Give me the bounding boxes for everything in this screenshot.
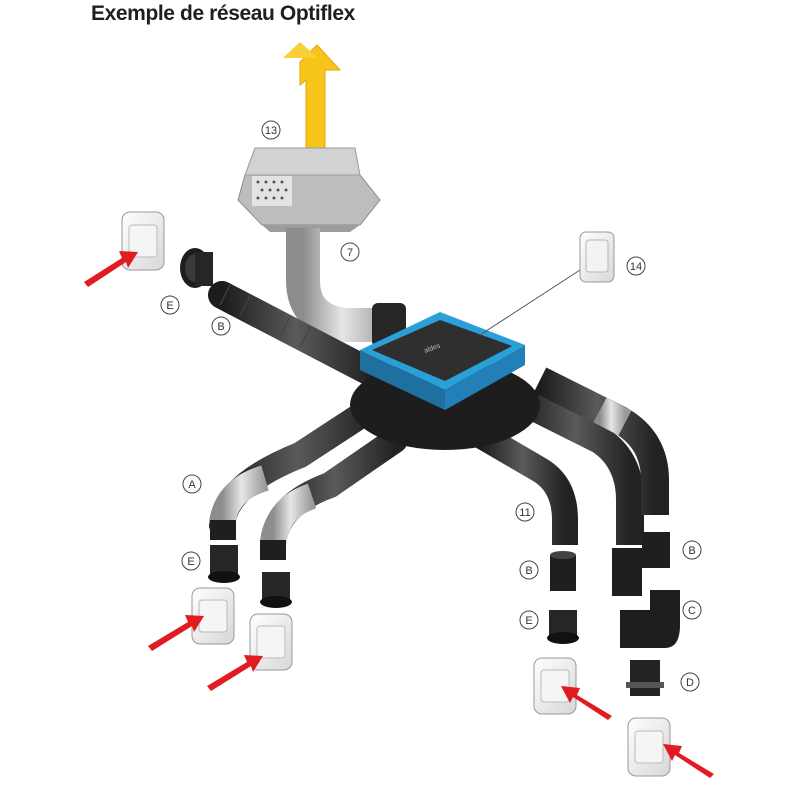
diagram-title: Exemple de réseau Optiflex — [91, 2, 355, 25]
terminal-right-2 — [627, 717, 671, 777]
coupling-b-right — [550, 551, 576, 591]
callout-text: D — [686, 677, 694, 689]
duct-right-mid — [513, 387, 644, 545]
adapter-d — [626, 660, 664, 696]
callout-b: B — [211, 316, 231, 336]
callout-13: 13 — [261, 120, 281, 140]
duct-upper-left — [208, 281, 384, 386]
callout-text: B — [688, 545, 695, 557]
duct-upper-left-ribs — [219, 284, 331, 359]
airflow-arrow-right-2 — [663, 744, 714, 778]
ventilation-unit: aldes — [350, 312, 540, 450]
sleeve-a2 — [260, 540, 286, 560]
coupling-b-far-right — [612, 532, 670, 596]
callout-a: A — [182, 474, 202, 494]
callout-e: E — [519, 610, 539, 630]
callout-text: 13 — [265, 125, 277, 137]
callout-text: E — [166, 300, 173, 312]
airflow-arrow-left-1 — [148, 615, 204, 651]
callout-e: E — [160, 295, 180, 315]
duct-right-far-grey — [593, 397, 632, 436]
callout-b: B — [519, 560, 539, 580]
sleeve-a1 — [210, 520, 236, 540]
callout-text: E — [187, 556, 194, 568]
callout-text: B — [217, 321, 224, 333]
callout-b: B — [682, 540, 702, 560]
controller-leader-line — [479, 269, 581, 336]
callout-11: 11 — [515, 502, 535, 522]
duct-front-left-b-grey — [260, 483, 317, 547]
airflow-arrow-upper-left — [84, 251, 138, 287]
airflow-arrow-right-1 — [561, 686, 612, 720]
callout-14: 14 — [626, 256, 646, 276]
airflow-arrows — [84, 251, 714, 778]
callout-text: A — [188, 479, 196, 491]
callout-text: E — [525, 615, 532, 627]
adapter-e-left-2 — [260, 572, 292, 608]
duct-front-left-a-grey — [209, 465, 270, 527]
callout-text: 7 — [347, 247, 353, 259]
adapter-e-left-1 — [208, 545, 240, 583]
airflow-arrow-left-2 — [207, 655, 263, 691]
elbow-c — [620, 590, 680, 648]
callout-text: 11 — [519, 507, 530, 519]
roof-outlet — [237, 147, 381, 232]
adapter-e-upper — [180, 248, 213, 288]
callout-d: D — [680, 672, 700, 692]
callout-e: E — [181, 551, 201, 571]
callout-text: C — [688, 605, 696, 617]
callout-c: C — [682, 600, 702, 620]
exhaust-arrow — [283, 42, 342, 161]
callout-7: 7 — [340, 242, 360, 262]
wall-controller — [579, 231, 615, 283]
terminal-right-1 — [533, 657, 577, 715]
adapter-e-right — [547, 610, 579, 644]
callout-text: B — [525, 565, 532, 577]
roof-duct — [286, 228, 390, 342]
callout-text: 14 — [630, 261, 642, 273]
